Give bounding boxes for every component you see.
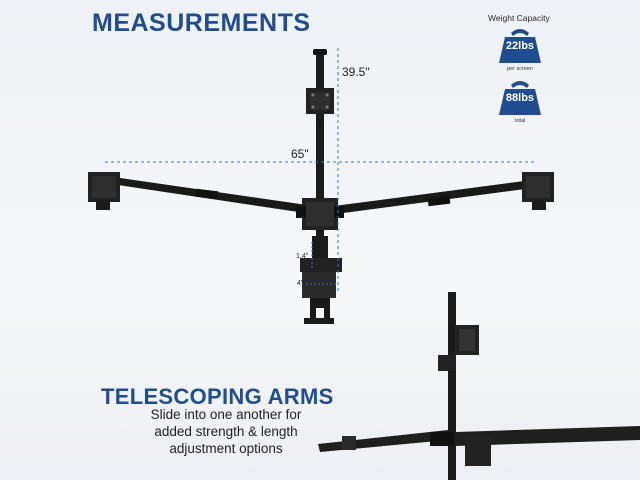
section-description: Slide into one another for added strengt… <box>126 406 326 457</box>
kettlebell-weight-icon <box>499 29 541 63</box>
total-weight-label: 88lbs <box>505 92 535 104</box>
weight-badge-total: 88lbs <box>497 79 543 117</box>
section-title: TELESCOPING ARMS <box>101 384 334 409</box>
page-title: MEASUREMENTS <box>92 9 311 37</box>
clamp-small-dimension-label: 1.4" <box>296 253 309 260</box>
kettlebell-weight-icon <box>499 81 541 115</box>
right-arm <box>334 180 533 214</box>
main-pole <box>316 50 324 308</box>
per-screen-weight-label: 22lbs <box>505 40 535 52</box>
per-screen-caption: per screen <box>507 66 533 72</box>
center-vesa-plate <box>296 198 344 230</box>
left-vesa-plate <box>88 172 120 210</box>
description-line: adjustment options <box>169 441 283 456</box>
pole-cap <box>313 49 327 55</box>
desk-clamp <box>300 236 342 324</box>
clamp-large-dimension-label: 4" <box>297 280 304 287</box>
right-vesa-plate <box>522 172 554 210</box>
top-vesa-plate <box>306 88 334 114</box>
height-dimension-label: 39.5" <box>342 65 370 79</box>
total-caption: total <box>514 118 526 124</box>
weight-badge-per-screen: 22lbs <box>497 27 543 65</box>
description-line: Slide into one another for <box>150 407 302 422</box>
weight-capacity-title: Weight Capacity <box>488 13 550 23</box>
detail-photo <box>318 292 640 480</box>
description-line: added strength & length <box>154 424 298 439</box>
width-dimension-label: 65" <box>291 147 309 161</box>
